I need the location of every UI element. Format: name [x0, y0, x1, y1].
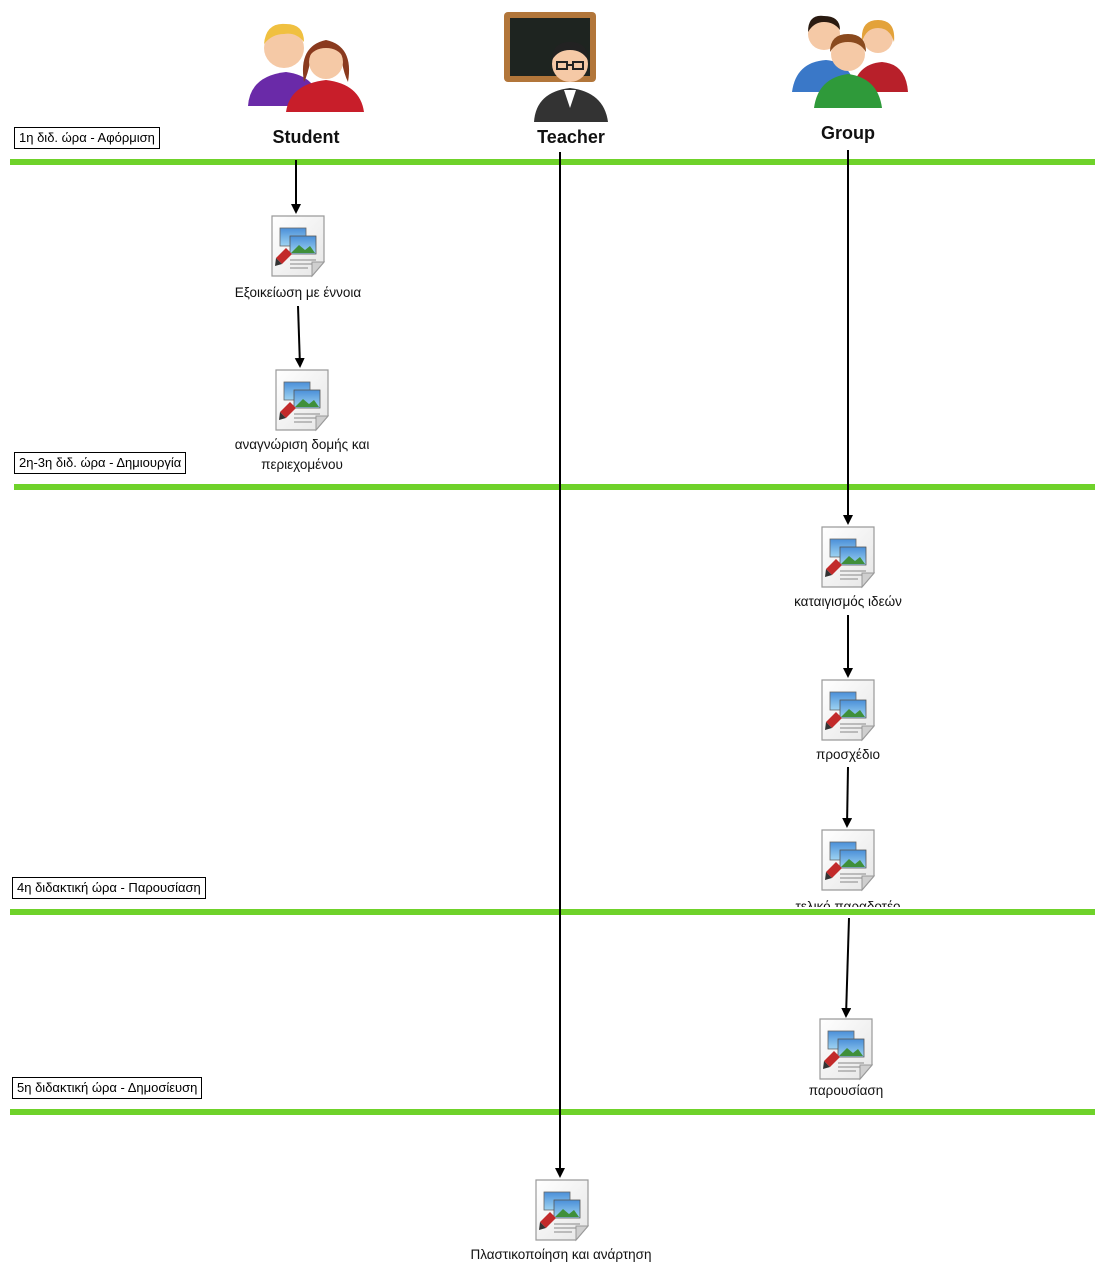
phase-line [10, 159, 1095, 165]
flow-arrow [842, 766, 853, 828]
document-image-icon [821, 679, 876, 742]
phase-line [10, 909, 1095, 915]
phase-label: 1η διδ. ώρα - Αφόρμιση [14, 127, 160, 149]
document-image-icon [821, 526, 876, 589]
actor-label-group: Group [821, 123, 875, 143]
activity-label-line: Πλαστικοποίηση και ανάρτηση [470, 1247, 652, 1262]
activity-label-line: τελικό παραδοτέο [795, 899, 901, 907]
student-pair-icon [248, 23, 364, 112]
activity-label: παρουσίαση [809, 1081, 883, 1101]
actor-label-student: Student [272, 127, 340, 147]
activity-label: Εξοικείωση με έννοια [235, 283, 361, 303]
activity-label-line: αναγνώριση δομής και [234, 437, 370, 452]
activity-label: Πλαστικοποίηση και ανάρτηση [470, 1245, 651, 1265]
phase-line [14, 484, 1095, 490]
activity-label-line: περιεχομένου [261, 457, 343, 472]
document-image-icon [275, 369, 330, 432]
activity-label-line: παρουσίαση [808, 1083, 884, 1098]
phase-label: 2η-3η διδ. ώρα - Δημιουργία [14, 452, 187, 474]
activity-label: προσχέδιο [816, 745, 880, 765]
phase-label: 5η διδακτική ώρα - Δημοσίευση [12, 1077, 203, 1099]
document-image-icon [271, 215, 326, 278]
activity-label: τελικό παραδοτέο [795, 897, 900, 907]
activity-label-line: καταιγισμός ιδεών [794, 594, 902, 609]
group-icon [792, 15, 908, 108]
activity-label: αναγνώριση δομής και περιεχομένου [235, 435, 370, 475]
activity-label-line: Εξοικείωση με έννοια [234, 285, 362, 300]
flow-arrow [841, 917, 852, 1018]
document-image-icon [819, 1018, 874, 1081]
flow-arrow [294, 305, 305, 368]
document-image-icon [535, 1179, 590, 1242]
activity-label-line: προσχέδιο [816, 747, 880, 762]
phase-label: 4η διδακτική ώρα - Παρουσίαση [12, 877, 206, 899]
teacher-blackboard-icon [504, 12, 608, 122]
activity-label: καταιγισμός ιδεών [794, 592, 902, 612]
document-image-icon [821, 829, 876, 892]
phase-line [10, 1109, 1095, 1115]
actor-label-teacher: Teacher [537, 127, 605, 147]
